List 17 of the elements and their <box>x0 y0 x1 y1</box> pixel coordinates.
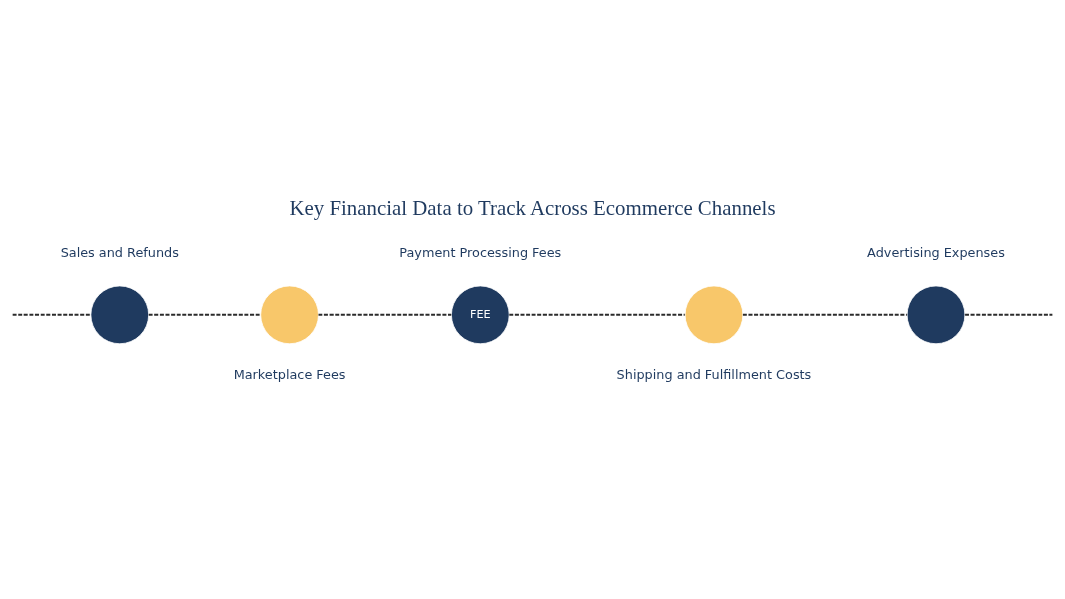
node-label: Marketplace Fees <box>233 366 346 382</box>
connector <box>12 313 91 316</box>
node-label: Shipping and Fulfillment Costs <box>616 366 812 382</box>
node-circle: FEE <box>451 285 510 344</box>
node-circle <box>260 285 319 344</box>
node-circle <box>684 285 744 344</box>
connector <box>318 313 452 316</box>
connector <box>965 313 1053 316</box>
node-circle <box>90 285 150 344</box>
node-circle <box>906 285 966 344</box>
connector <box>509 313 685 316</box>
node-label: Payment Processing Fees <box>399 244 562 260</box>
connector <box>148 313 261 316</box>
node-label: Sales and Refunds <box>60 244 179 260</box>
connector <box>742 313 907 316</box>
diagram-title: Key Financial Data to Track Across Ecommerce Channels <box>289 195 776 220</box>
node-label: Advertising Expenses <box>867 244 1005 260</box>
